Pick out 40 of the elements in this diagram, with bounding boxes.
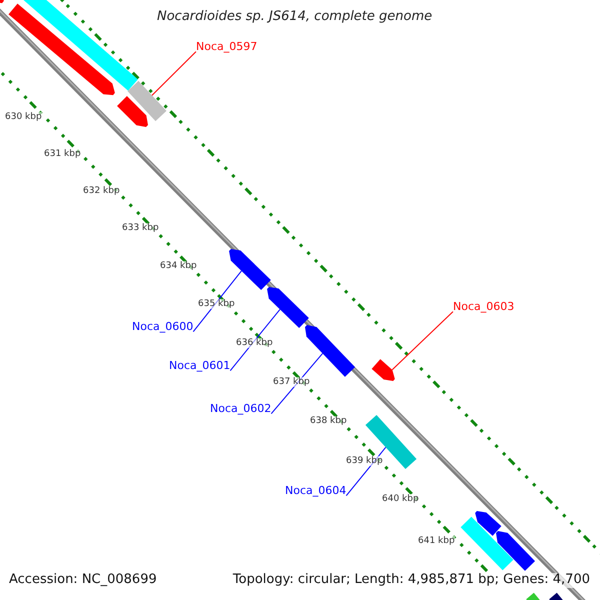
gene-feature: [365, 414, 417, 470]
gene-feature: [117, 96, 148, 127]
scale-label: 635 kbp: [198, 299, 235, 310]
leader-line: [151, 51, 196, 96]
scale-label: 637 kbp: [273, 377, 310, 388]
gene-feature: [475, 511, 502, 536]
leader-line: [270, 352, 324, 414]
scale-label: 634 kbp: [160, 261, 197, 272]
gene-feature: [0, 0, 4, 4]
gene-feature: [128, 80, 166, 122]
scale-label: 641 kbp: [418, 536, 455, 546]
map-title: Nocardioides sp. JS614, complete genome: [157, 10, 432, 25]
gene-feature: [305, 325, 356, 377]
gene-label: Noca_0602: [210, 403, 272, 416]
gene-label: Noca_0600: [132, 321, 194, 334]
scale-label: 640 kbp: [382, 494, 419, 504]
leader-line: [392, 311, 454, 370]
scale-label: 638 kbp: [310, 416, 347, 426]
genome-summary-text: Topology: circular; Length: 4,985,871 bp; Genes: 4,700: [232, 573, 590, 588]
gene-feature: [8, 4, 115, 96]
scale-label: 632 kbp: [83, 186, 120, 196]
accession-text: Accession: NC_008699: [9, 573, 157, 588]
gene-label: Noca_0604: [285, 485, 346, 498]
gene-feature: [23, 0, 138, 91]
leader-line: [230, 308, 280, 372]
gene-feature: [229, 249, 271, 290]
leader-line: [346, 446, 386, 496]
gene-label: Noca_0603: [453, 301, 514, 314]
gene-feature: [267, 287, 309, 328]
leader-line: [192, 270, 242, 332]
scale-label: 639 kbp: [346, 456, 383, 466]
gene-label: Noca_0601: [169, 360, 230, 373]
gene-feature: [372, 359, 395, 381]
scale-label: 630 kbp: [5, 112, 42, 122]
gene-feature: [460, 516, 514, 570]
scale-label: 631 kbp: [44, 149, 81, 160]
scale-label: 633 kbp: [122, 223, 159, 234]
gene-label: Noca_0597: [196, 41, 258, 54]
gene-feature: [496, 531, 536, 571]
scale-label: 636 kbp: [236, 338, 273, 348]
